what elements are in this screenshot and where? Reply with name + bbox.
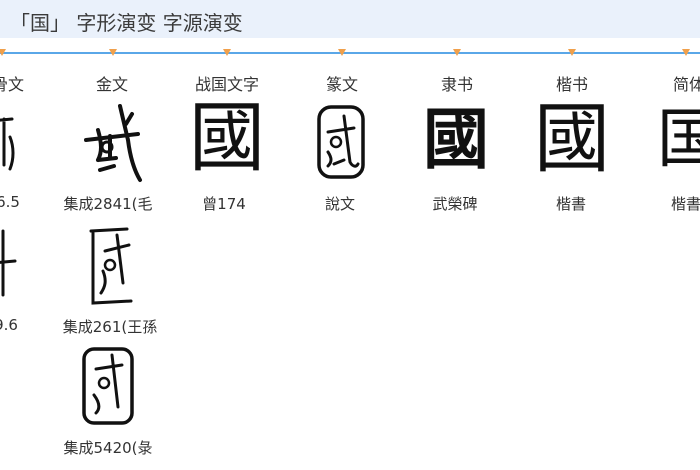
bronze-guo-icon bbox=[80, 100, 144, 184]
glyph-caption: 說文 bbox=[324, 195, 356, 213]
bronze-guo-icon bbox=[78, 343, 138, 429]
column-header-bronze: 金文 bbox=[95, 75, 129, 94]
timeline-tick bbox=[223, 49, 231, 56]
timeline-tick bbox=[568, 49, 576, 56]
timeline-tick bbox=[453, 49, 461, 56]
timeline-tick bbox=[109, 49, 117, 56]
column-header-simplified: 简体 bbox=[672, 75, 700, 94]
column-header-regular: 楷书 bbox=[555, 75, 589, 94]
glyph-caption: 集成261(王孫 bbox=[62, 318, 158, 336]
glyph-caption: 9.6 bbox=[0, 316, 18, 334]
glyph-caption: 楷書 bbox=[555, 195, 587, 213]
glyph-caption: 曾174 bbox=[202, 195, 246, 213]
timeline-tick bbox=[682, 49, 690, 56]
seal-guo-icon bbox=[314, 102, 368, 182]
regular-guo-glyph: 國 bbox=[534, 94, 610, 183]
window-title: 「国」 字形演变 字源演变 bbox=[10, 11, 243, 35]
timeline-tick bbox=[338, 49, 346, 56]
window-titlebar: 「国」 字形演变 字源演变 bbox=[0, 0, 700, 38]
clerical-guo-glyph: 國 bbox=[423, 100, 489, 178]
glyph-caption: 6.5 bbox=[0, 193, 20, 211]
warring-states-guo-glyph: 國 bbox=[189, 93, 265, 182]
partial-oracle-glyph-icon bbox=[0, 107, 24, 177]
glyph-caption: 武榮碑 bbox=[432, 195, 478, 213]
glyph-caption: 楷書 bbox=[670, 195, 700, 213]
timeline-tick bbox=[0, 49, 6, 56]
glyph-caption: 集成5420(彔 bbox=[63, 439, 153, 457]
bronze-guo-icon bbox=[81, 223, 139, 307]
column-header-seal: 篆文 bbox=[325, 75, 359, 94]
timeline-line bbox=[0, 52, 700, 54]
column-header-warring-states: 战国文字 bbox=[194, 75, 260, 94]
column-header-oracle: 骨文 bbox=[0, 75, 25, 94]
glyph-caption: 集成2841(毛 bbox=[63, 195, 153, 213]
partial-oracle-glyph-icon bbox=[0, 225, 21, 297]
simplified-guo-glyph: 国 bbox=[657, 103, 700, 177]
column-header-clerical: 隶书 bbox=[440, 75, 474, 94]
